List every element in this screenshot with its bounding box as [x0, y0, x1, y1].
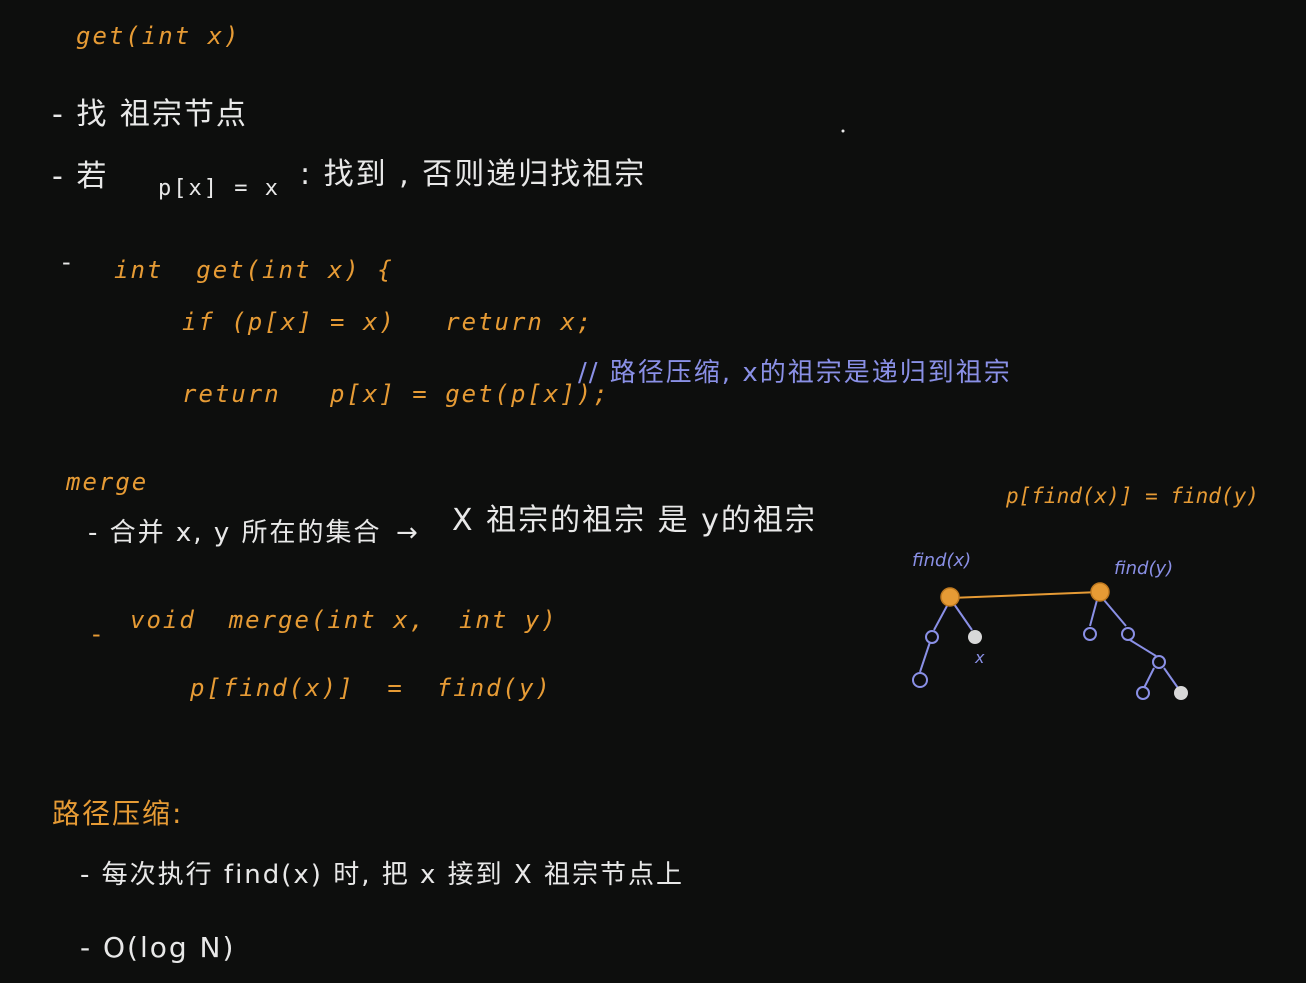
get-code-line-2: if (p[x] = x) return x; — [182, 308, 594, 336]
left-tree-edge — [919, 641, 931, 673]
right-leaf-node-filled — [1174, 686, 1188, 700]
diagram-node-label-x: x — [975, 648, 985, 667]
get-code-comment: // 路径压缩, x的祖宗是递归到祖宗 — [578, 358, 1012, 388]
right-tree-edge — [1163, 667, 1179, 689]
left-root-node — [940, 587, 960, 607]
right-grandchild-node — [1152, 655, 1166, 669]
merge-heading: merge — [66, 468, 149, 496]
right-tree-edge — [1089, 599, 1098, 627]
merge-line-1-rest: X 祖宗的祖宗 是 y的祖宗 — [452, 503, 817, 538]
diagram-right-root-label: find(y) — [1114, 558, 1174, 579]
path-compression-line-2: - O(log N) — [80, 931, 236, 964]
merge-code-line-1: void merge(int x, int y) — [130, 606, 558, 634]
merge-arrow: → — [396, 518, 420, 548]
left-child-node — [925, 630, 939, 644]
get-line-find-ancestor: - 找 祖宗节点 — [52, 97, 248, 132]
root-link-line — [949, 591, 1101, 599]
path-compression-heading: 路径压缩: — [52, 797, 184, 830]
merge-line-1-prefix: - 合并 x, y 所在的集合 — [88, 518, 382, 548]
get-line-condition: p[x] = x — [158, 176, 280, 201]
get-code-dash: - — [62, 248, 73, 276]
left-tree-edge — [933, 603, 949, 631]
left-leaf-node-x — [968, 630, 982, 644]
right-child-node — [1083, 627, 1097, 641]
diagram-left-root-label: find(x) — [912, 550, 972, 571]
get-line-condition-rest: : 找到 , 否则递归找祖宗 — [300, 157, 647, 192]
get-code-line-1: int get(int x) { — [114, 256, 394, 284]
merge-code-dash: - — [92, 620, 103, 648]
diagram-formula: p[find(x)] = find(y) — [1006, 484, 1259, 508]
left-grandchild-node — [912, 672, 928, 688]
get-line-condition-prefix: - 若 — [52, 159, 109, 194]
path-compression-line-1: - 每次执行 find(x) 时, 把 x 接到 X 祖宗节点上 — [80, 860, 684, 890]
merge-code-line-2: p[find(x)] = find(y) — [190, 674, 552, 702]
left-tree-edge — [953, 603, 973, 631]
right-root-node — [1090, 582, 1110, 602]
right-tree-edge — [1129, 639, 1157, 657]
get-code-line-3: return p[x] = get(p[x]); — [182, 380, 610, 408]
stray-dot — [841, 129, 845, 133]
right-tree-edge — [1143, 667, 1155, 689]
get-heading: get(int x) — [76, 22, 241, 50]
right-tree-edge — [1103, 599, 1127, 627]
right-leaf-node — [1136, 686, 1150, 700]
right-child-node — [1121, 627, 1135, 641]
